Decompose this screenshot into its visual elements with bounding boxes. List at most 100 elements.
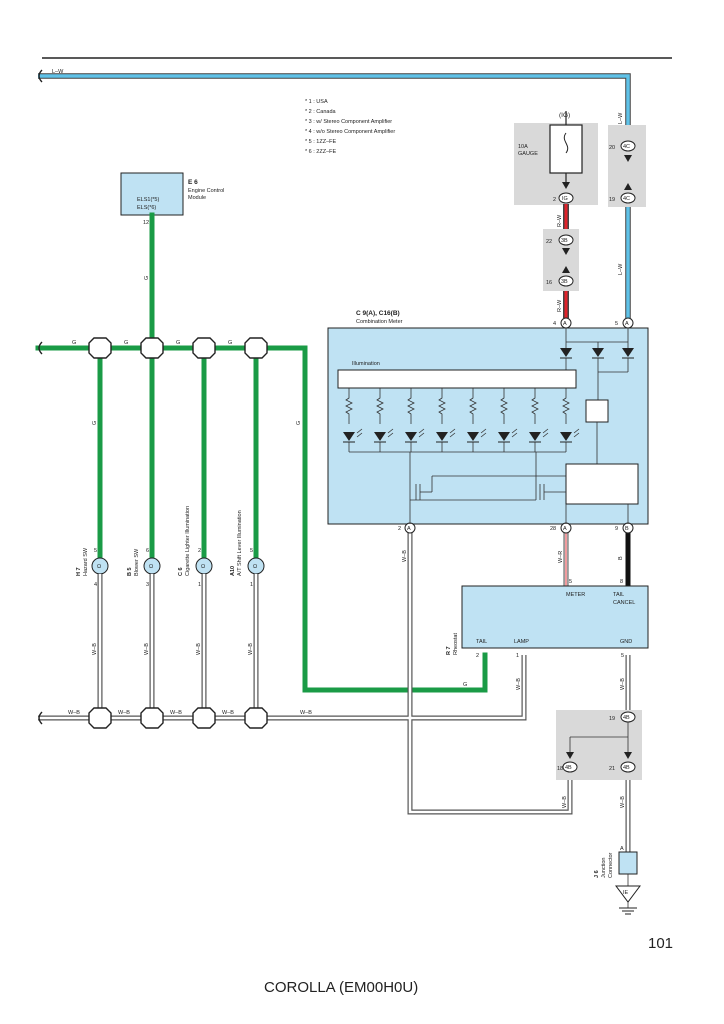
- svg-text:Ω: Ω: [97, 564, 101, 570]
- svg-text:5: 5: [94, 548, 97, 554]
- wire-lw: L–W L–W L–W: [38, 69, 631, 318]
- svg-text:E 6: E 6: [188, 179, 198, 186]
- svg-text:1: 1: [198, 582, 201, 588]
- svg-text:A: A: [625, 321, 629, 327]
- svg-text:GAUGE: GAUGE: [518, 151, 538, 157]
- svg-text:B: B: [625, 526, 629, 532]
- svg-text:G: G: [144, 276, 150, 280]
- svg-text:W–B: W–B: [620, 678, 626, 690]
- svg-text:W–B: W–B: [620, 796, 626, 808]
- svg-text:A10: A10: [230, 566, 236, 576]
- svg-text:5: 5: [615, 321, 618, 327]
- svg-text:16: 16: [546, 280, 552, 286]
- svg-text:3B: 3B: [561, 279, 568, 285]
- svg-text:W–B: W–B: [170, 710, 182, 716]
- wire-b: B: [618, 532, 631, 586]
- note-4: * 4 : w/o Stereo Component Amplifier: [305, 129, 395, 135]
- svg-text:4B: 4B: [623, 765, 630, 771]
- svg-text:G: G: [463, 682, 467, 688]
- wire-rw: R–W R–W: [557, 204, 569, 318]
- svg-text:4B: 4B: [623, 715, 630, 721]
- svg-text:1: 1: [516, 653, 519, 659]
- connector-3b: 3B 22 3B 16: [543, 229, 579, 291]
- svg-text:Ω: Ω: [201, 564, 205, 570]
- svg-text:10A: 10A: [518, 144, 528, 150]
- svg-text:IE: IE: [623, 890, 629, 896]
- fuse-gauge: (IG) 10A GAUGE IG 2: [514, 111, 598, 205]
- svg-text:C 9(A), C16(B): C 9(A), C16(B): [356, 310, 400, 317]
- svg-text:C 6: C 6: [178, 567, 184, 576]
- wire-label-lw-lower: L–W: [618, 263, 624, 275]
- svg-text:2: 2: [398, 526, 401, 532]
- connector-4b: 4B 19 4B 18 4B 21: [556, 710, 642, 780]
- svg-text:28: 28: [550, 526, 556, 532]
- svg-text:A: A: [563, 526, 567, 532]
- svg-text:Junction: Junction: [601, 858, 607, 879]
- wire-wb: W–B W–B W–B W–B W–B W–B W–B W–B W–B W–B …: [38, 532, 631, 852]
- svg-text:W–B: W–B: [248, 643, 254, 655]
- svg-text:Hazard SW: Hazard SW: [83, 547, 89, 576]
- svg-text:A: A: [407, 526, 411, 532]
- svg-text:W–B: W–B: [92, 643, 98, 655]
- svg-text:B: B: [618, 556, 624, 560]
- svg-text:Connector: Connector: [608, 852, 614, 878]
- svg-text:Combination Meter: Combination Meter: [356, 319, 403, 325]
- svg-text:4B: 4B: [565, 765, 572, 771]
- svg-text:W–B: W–B: [222, 710, 234, 716]
- svg-text:18: 18: [557, 766, 563, 772]
- svg-text:G: G: [92, 421, 98, 425]
- svg-text:B 5: B 5: [127, 567, 133, 576]
- svg-text:LAMP: LAMP: [514, 639, 529, 645]
- svg-text:G: G: [72, 340, 76, 346]
- notes-list: * 1 : USA * 2 : Canada * 3 : w/ Stereo C…: [305, 99, 395, 155]
- svg-text:TAIL: TAIL: [476, 639, 487, 645]
- svg-text:21: 21: [609, 766, 615, 772]
- svg-text:4C: 4C: [623, 196, 630, 202]
- combination-meter: C 9(A), C16(B) Combination Meter A 4 A 5…: [327, 310, 649, 534]
- svg-text:2: 2: [198, 548, 201, 554]
- svg-text:METER: METER: [566, 592, 585, 598]
- svg-text:ELS1(*5): ELS1(*5): [137, 197, 159, 203]
- svg-text:Cigarette Lighter Illumination: Cigarette Lighter Illumination: [185, 506, 191, 576]
- svg-text:3: 3: [146, 582, 149, 588]
- svg-text:5: 5: [250, 548, 253, 554]
- svg-text:(IG): (IG): [559, 112, 570, 119]
- svg-text:Ω: Ω: [149, 564, 153, 570]
- svg-text:G: G: [176, 340, 180, 346]
- svg-text:20: 20: [609, 145, 615, 151]
- svg-text:19: 19: [609, 197, 615, 203]
- svg-text:5: 5: [569, 579, 572, 585]
- svg-text:12: 12: [143, 220, 149, 226]
- svg-text:G: G: [228, 340, 232, 346]
- svg-text:ELS(*6): ELS(*6): [137, 205, 156, 211]
- svg-text:Module: Module: [188, 195, 206, 201]
- connector-4c: 4C 20 4C 19: [608, 125, 646, 207]
- svg-text:A: A: [620, 846, 624, 852]
- svg-text:W–B: W–B: [562, 796, 568, 808]
- svg-text:4: 4: [94, 582, 97, 588]
- svg-text:Rheostat: Rheostat: [453, 633, 459, 655]
- svg-text:22: 22: [546, 239, 552, 245]
- svg-text:GND: GND: [620, 639, 632, 645]
- note-6: * 6 : 2ZZ–FE: [305, 149, 337, 155]
- svg-text:W–B: W–B: [516, 678, 522, 690]
- note-1: * 1 : USA: [305, 99, 328, 105]
- svg-text:3B: 3B: [561, 238, 568, 244]
- svg-text:Ω: Ω: [253, 564, 257, 570]
- svg-text:W–B: W–B: [402, 550, 408, 562]
- switch-blower: 6 Ω 3 B 5 Blower SW: [127, 548, 161, 588]
- junction-connector: A IE J 6 Junction Connector: [594, 846, 641, 915]
- g-junctions: [88, 337, 268, 359]
- svg-text:W–B: W–B: [196, 643, 202, 655]
- svg-text:A/T Shift Lever Illumination: A/T Shift Lever Illumination: [237, 510, 243, 576]
- wire-label-rw-2: R–W: [557, 299, 563, 312]
- switch-shift-lever: 5 Ω 1 A10 A/T Shift Lever Illumination: [230, 510, 265, 588]
- svg-text:W–B: W–B: [144, 643, 150, 655]
- note-2: * 2 : Canada: [305, 109, 337, 115]
- svg-text:9: 9: [615, 526, 618, 532]
- wire-label-lw-upper: L–W: [618, 112, 624, 124]
- svg-text:W–B: W–B: [118, 710, 130, 716]
- svg-text:5: 5: [621, 653, 624, 659]
- page-number: 101: [648, 935, 673, 952]
